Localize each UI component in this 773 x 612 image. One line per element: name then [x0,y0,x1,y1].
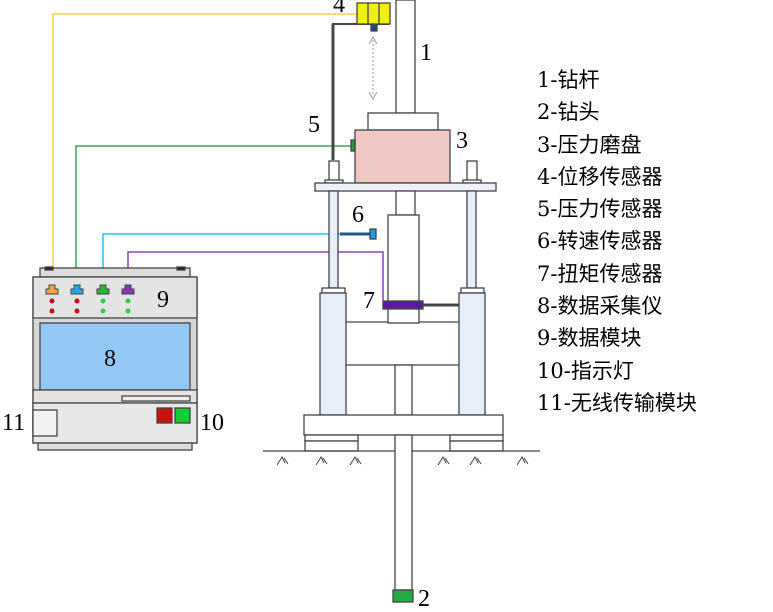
ground-hatch [276,455,529,466]
callout-5: 5 [308,112,320,138]
screen [39,322,191,391]
drill-rod-lower [394,434,413,591]
speed-sensor [369,228,377,240]
callout-3: 3 [456,128,468,154]
displacement-arrow [368,35,378,101]
torque-sensor [382,300,424,310]
yellow-wire [52,13,357,268]
port-blue [70,284,84,295]
purple-wire [127,251,384,301]
legend-item: 2-钻头 [537,100,600,125]
right-column [458,292,486,416]
callout-9: 9 [157,287,169,313]
indicator-red [156,407,173,424]
callout-11: 11 [2,410,25,436]
data-acquisition-device [32,266,198,451]
port-orange [45,284,59,295]
legend-item: 6-转速传感器 [537,229,663,254]
legend-item: 4-位移传感器 [537,164,663,189]
callout-6: 6 [352,202,364,228]
displacement-probe [370,24,378,32]
drill-bit [392,589,414,603]
pressure-disc [354,129,451,184]
callout-7: 7 [363,288,375,314]
legend-item: 9-数据模块 [537,326,642,351]
callout-10: 10 [200,410,224,436]
wireless-module [32,409,58,437]
legend-item: 7-扭矩传感器 [537,261,663,286]
legend-item: 5-压力传感器 [537,197,663,222]
callout-8: 8 [104,346,116,372]
callout-1: 1 [420,40,432,66]
callout-2: 2 [418,586,430,612]
legend-item: 8-数据采集仪 [537,294,663,319]
blue-wire [102,233,342,268]
drill-rod [395,0,416,114]
legend: 1-钻杆 2-钻头 3-压力磨盘 4-位移传感器 5-压力传感器 6-转速传感器… [537,64,697,419]
data-module-panel [32,276,198,319]
legend-item: 10-指示灯 [537,358,634,383]
green-wire [75,145,353,268]
rod-cap [367,112,439,131]
indicator-green [174,407,191,424]
pressure-sensor-pad [350,139,356,152]
base-plate [303,414,504,436]
callout-4: 4 [333,0,345,18]
port-purple [121,284,135,295]
top-plate [314,182,497,192]
legend-item: 3-压力磨盘 [537,132,642,157]
legend-item: 11-无线传输模块 [537,390,697,415]
legend-item: 1-钻杆 [537,68,600,92]
displacement-sensor [356,2,391,25]
port-green [96,284,110,295]
left-column [319,292,347,416]
left-post [328,190,339,289]
right-post [466,190,477,289]
